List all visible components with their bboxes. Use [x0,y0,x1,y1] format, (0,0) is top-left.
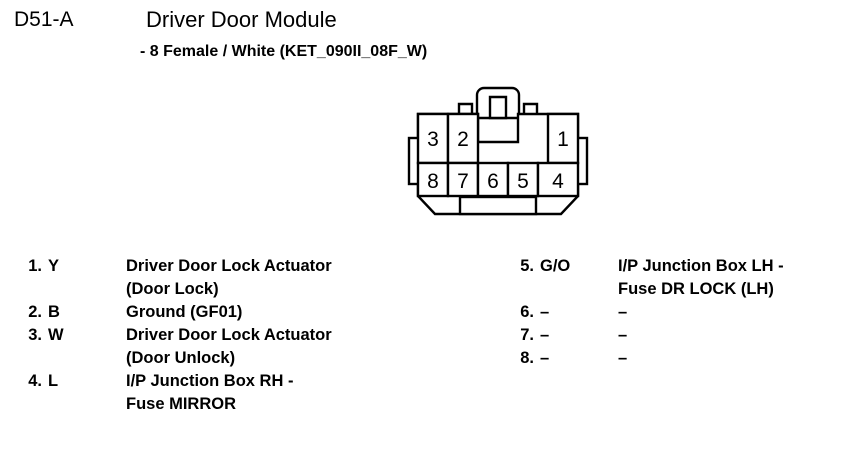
pin-wire-color: – [540,326,550,344]
pin-number: 5. [520,257,534,275]
pin-row-continuation: Fuse DR LOCK (LH) [508,278,838,301]
pin-description: Driver Door Lock Actuator [126,326,332,344]
bottom-keying-notch [458,195,538,216]
pin-number: 3. [28,326,42,344]
pin-wire-color: L [48,372,59,390]
pin-cell-label-5: 5 [517,170,529,193]
pin-description: – [618,326,628,344]
pin-number: 1. [28,257,42,275]
pin-row: 1. Y Driver Door Lock Actuator [16,255,436,278]
pin-row-continuation: (Door Unlock) [16,347,436,370]
pin-description-line2: (Door Unlock) [126,349,236,367]
pin-wire-color: – [540,303,550,321]
pin-cell-label-1: 1 [557,128,569,151]
pin-wire-color: G/O [540,257,571,275]
pin-cell-8 [416,161,450,198]
pin-cell-label-3: 3 [427,128,439,151]
pin-row-continuation: Fuse MIRROR [16,393,436,416]
pin-description-line2: (Door Lock) [126,280,219,298]
pin-description: Ground (GF01) [126,303,243,321]
pin-assignment-table-right: 5. G/O I/P Junction Box LH - Fuse DR LOC… [508,255,838,370]
pin-row: 4. L I/P Junction Box RH - [16,370,436,393]
header-block: D51-A Driver Door Module - 8 Female / Wh… [0,0,844,80]
pin-row: 3. W Driver Door Lock Actuator [16,324,436,347]
pin-wire-color: B [48,303,60,321]
page-title: Driver Door Module [146,7,337,32]
pin-cell-label-4: 4 [552,170,564,193]
pin-cell-1 [546,112,580,165]
pin-row: 7. – – [508,324,838,347]
pin-row-continuation: (Door Lock) [16,278,436,301]
pin-number: 8. [520,349,534,367]
pin-description-line2: Fuse DR LOCK (LH) [618,280,774,298]
pin-number: 7. [520,326,534,344]
connector-code: D51-A [14,8,74,31]
pin-assignment-table-left: 1. Y Driver Door Lock Actuator (Door Loc… [16,255,436,416]
pin-cell-4 [536,161,580,198]
pin-description: – [618,303,628,321]
pin-wire-color: Y [48,257,60,275]
pin-cell-label-6: 6 [487,170,499,193]
pin-description: – [618,349,628,367]
pin-cell-label-8: 8 [427,170,439,193]
pin-row: 2. B Ground (GF01) [16,301,436,324]
pin-row: 8. – – [508,347,838,370]
connector-subtitle: - 8 Female / White (KET_090II_08F_W) [140,43,428,60]
pin-wire-color: – [540,349,550,367]
pin-description: Driver Door Lock Actuator [126,257,332,275]
pin-cell-label-2: 2 [457,128,469,151]
pin-description-line2: Fuse MIRROR [126,395,237,413]
pin-number: 4. [28,372,42,390]
pin-number: 6. [520,303,534,321]
pin-cell-label-7: 7 [457,170,469,193]
pin-description: I/P Junction Box LH - [618,257,784,275]
pin-row: 6. – – [508,301,838,324]
pin-description: I/P Junction Box RH - [126,372,294,390]
pin-row: 5. G/O I/P Junction Box LH - [508,255,838,278]
connector-pinout-diagram: 3 2 1 8 7 6 5 4 [398,84,598,230]
latch-inner-tab [488,95,508,120]
pin-wire-color: W [48,326,64,344]
pin-number: 2. [28,303,42,321]
